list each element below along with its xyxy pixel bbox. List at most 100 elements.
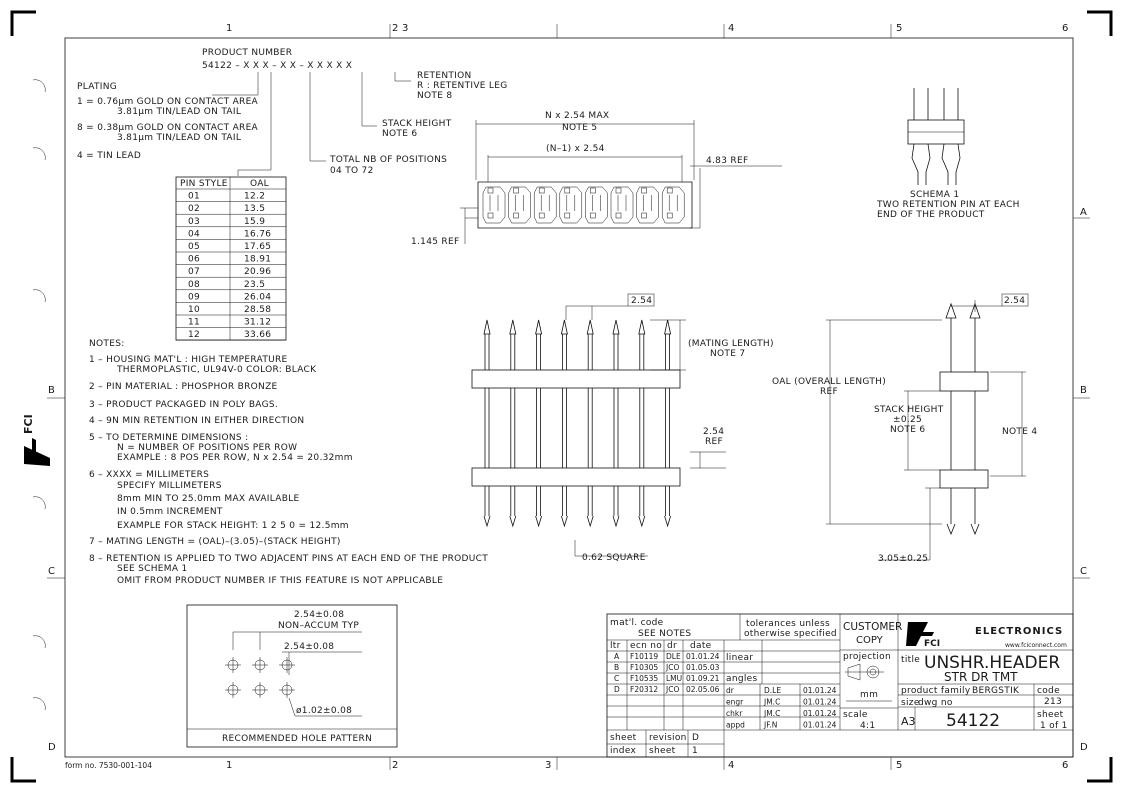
zone-col-2: 2 [392, 23, 398, 34]
signoff-name: JM.C [763, 698, 780, 707]
oal-cell: 13.5 [244, 204, 265, 214]
drawing-subtitle: STR DR TMT [944, 670, 1018, 684]
rev-dr: JCO [665, 663, 679, 672]
company-name: ELECTRONICS [975, 626, 1063, 637]
signoff-name: D.LE [764, 686, 781, 695]
plating-section: PLATING 1 = 0.76μm GOLD ON CONTACT AREA … [77, 82, 259, 161]
oal-cell: 15.9 [244, 217, 265, 227]
zone-col-5-bottom: 5 [896, 760, 902, 771]
signoff-role: engr [726, 698, 744, 707]
pin-style-cell: 04 [188, 229, 200, 239]
schema-line-2: TWO RETENTION PIN AT EACH [876, 200, 1020, 210]
note5-label: NOTE 5 [562, 123, 597, 133]
fci-logo: FCI [906, 622, 940, 649]
note-line-17: OMIT FROM PRODUCT NUMBER IF THIS FEATURE… [117, 576, 443, 586]
note-line-15: 8 – RETENTION IS APPLIED TO TWO ADJACENT… [89, 554, 488, 564]
note-line-1: 1 – HOUSING MAT'L : HIGH TEMPERATURE [89, 355, 288, 365]
copy-label: COPY [856, 635, 884, 646]
sheet-row-revision: revision [649, 733, 687, 743]
size-value: A3 [901, 715, 916, 728]
product-family-label: product family [901, 686, 971, 696]
oal-cell: 12.2 [244, 192, 265, 202]
rev-ecn: F20312 [630, 685, 658, 694]
rev-ecn: F10119 [630, 652, 658, 661]
total-nb-range: 04 TO 72 [330, 166, 374, 176]
zone-row-c-left: C [48, 566, 55, 577]
stack-tol: ±0.25 [893, 415, 922, 425]
pin-style-cell: 01 [188, 192, 200, 202]
title-block: mat'l. code SEE NOTES tolerances unless … [606, 613, 1074, 758]
front-view: 2.54 (MATING LENGTH) NOTE 7 2.54 REF 0.6… [471, 293, 774, 563]
zone-row-a: A [1080, 207, 1087, 218]
rev-date: 02.05.06 [686, 685, 720, 694]
size-label: size [901, 698, 920, 708]
stack-note: NOTE 6 [890, 425, 925, 435]
projection-icon-symbol [845, 663, 884, 681]
index-row-sheet: sheet [649, 746, 676, 756]
form-number: form no. 7530-001-104 [65, 761, 152, 770]
side-pitch: 2.54 [1004, 296, 1025, 306]
stack-height-label: STACK HEIGHT [382, 119, 452, 129]
plating-line-3: 8 = 0.38μm GOLD ON CONTACT AREA [77, 123, 259, 133]
zone-col-1-bottom: 1 [226, 760, 232, 771]
oal-cell: 31.12 [244, 318, 271, 328]
zone-row-d-left: D [48, 742, 56, 753]
oal-cell: 16.76 [244, 229, 271, 239]
corner-marks [10, 10, 1113, 783]
rev-dr: DLE [666, 652, 681, 661]
schema-1: SCHEMA 1 TWO RETENTION PIN AT EACH END O… [876, 88, 1020, 220]
note-line-11: 8mm MIN TO 25.0mm MAX AVAILABLE [117, 494, 299, 504]
plating-line-1: 1 = 0.76μm GOLD ON CONTACT AREA [77, 97, 259, 107]
hole-pattern: RECOMMENDED HOLE PATTERN 2.54±0.08 NON–A… [186, 604, 398, 748]
zone-col-3-bottom: 3 [545, 760, 551, 771]
square-dim: 0.62 SQUARE [582, 553, 646, 563]
pin-style-cell: 06 [188, 255, 200, 265]
note-line-6: 5 – TO DETERMINE DIMENSIONS : [89, 433, 248, 443]
zone-col-1: 1 [226, 23, 232, 34]
ref-254: 2.54 [703, 427, 724, 437]
rev-ecn: F10535 [630, 674, 658, 683]
pin-style-cell: 02 [188, 204, 200, 214]
pin-style-cell: 08 [188, 280, 200, 290]
signoff-date: 01.01.24 [803, 709, 837, 718]
pin-style-cell: 07 [188, 267, 200, 277]
zone-col-3: 3 [402, 23, 408, 34]
rev-h-dr: dr [667, 641, 677, 651]
pin-style-cell: 03 [188, 217, 200, 227]
top-view: N x 2.54 MAX NOTE 5 (N–1) x 2.54 4.83 RE… [411, 111, 782, 247]
note-line-4: 3 – PRODUCT PACKAGED IN POLY BAGS. [89, 400, 278, 410]
signoff-role: chkr [726, 709, 743, 718]
retention-note: NOTE 8 [417, 91, 452, 101]
title-label: title [901, 655, 920, 665]
note4-label: NOTE 4 [1002, 427, 1037, 437]
code-label: code [1037, 686, 1060, 696]
note-line-13: EXAMPLE FOR STACK HEIGHT: 1 2 5 0 = 12.5… [117, 521, 349, 531]
zone-col-6-bottom: 6 [1062, 760, 1068, 771]
pin-style-cell: 10 [188, 305, 200, 315]
punch-marks [32, 79, 46, 711]
sheet-row-label: sheet [610, 733, 637, 743]
dwg-label: dwg no [918, 698, 953, 708]
projection-label: projection [843, 652, 891, 662]
signoff-name: JM.C [763, 709, 780, 718]
oal-cell: 28.58 [244, 305, 271, 315]
schema-title: SCHEMA 1 [910, 190, 959, 200]
pin-style-cell: 12 [188, 330, 200, 340]
oal-cell: 17.65 [244, 242, 271, 252]
front-upper-housing [471, 369, 681, 389]
zone-row-b: B [1080, 385, 1087, 396]
signoff-date: 01.01.24 [803, 698, 837, 707]
zone-labels: 1 2 3 4 5 6 1 2 3 4 5 6 A B C D B C D [48, 23, 1088, 771]
note-line-2: THERMOPLASTIC, UL94V-0 COLOR: BLACK [116, 365, 317, 375]
hole-dia: ø1.02±0.08 [296, 706, 352, 716]
tolerances-2: otherwise specified [744, 629, 837, 639]
sheet-row-rev-value: D [692, 733, 699, 743]
rev-dr: LMU [666, 674, 682, 683]
rev-dr: JCO [665, 685, 679, 694]
notes-section: NOTES: 1 – HOUSING MAT'L : HIGH TEMPERAT… [89, 339, 488, 586]
front-lower-housing [471, 467, 681, 487]
mm-label: mm [860, 690, 878, 700]
code-value: 213 [1044, 697, 1062, 707]
scale-value: 4:1 [860, 721, 875, 731]
